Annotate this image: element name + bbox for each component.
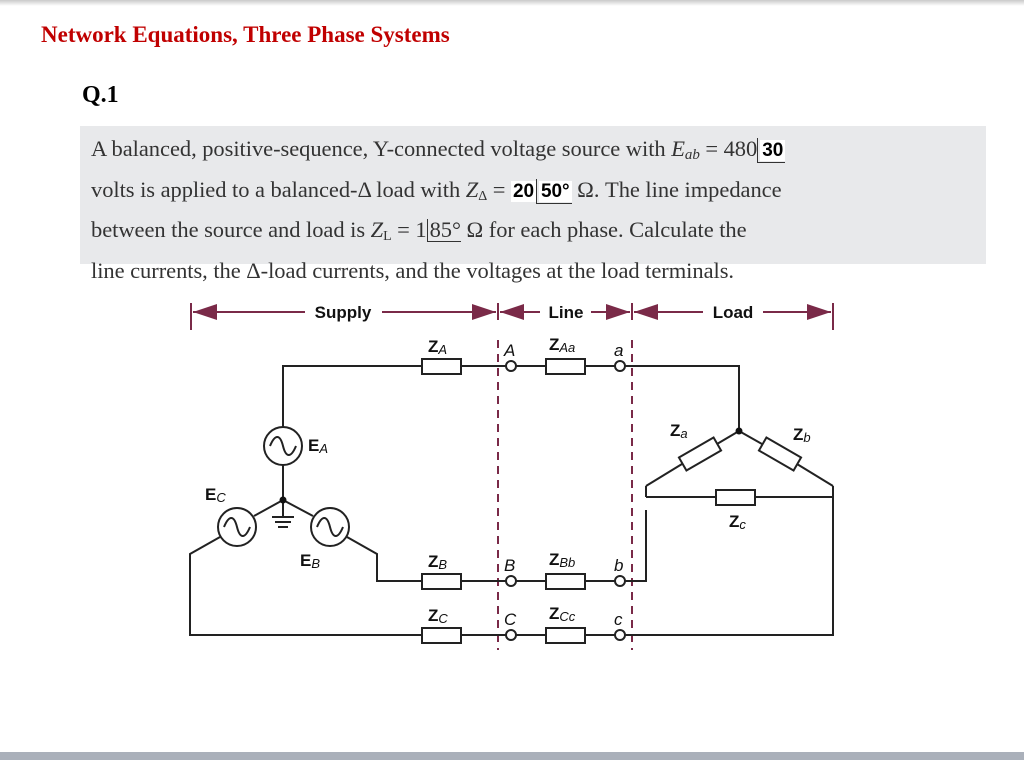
zc-source-label: ZC <box>428 606 448 626</box>
terminal-c-label: c <box>614 610 623 629</box>
ac-source-icon <box>310 507 350 547</box>
zc-load-label: Zc <box>729 512 746 532</box>
terminal-A-label: A <box>503 341 515 360</box>
terminal-circles <box>505 360 626 641</box>
ac-source-icon <box>263 426 303 466</box>
zdelta-angle: 50° <box>539 180 572 202</box>
terminal-C-label: C <box>504 610 517 629</box>
page-title: Network Equations, Three Phase Systems <box>41 22 450 47</box>
angle-symbol: 30 <box>757 138 786 163</box>
terminal-b-label: b <box>614 556 623 575</box>
supply-label: Supply <box>315 303 372 322</box>
zdelta-magnitude: 20 <box>510 180 537 202</box>
line-label: Line <box>549 303 584 322</box>
terminal-B-label: B <box>504 556 515 575</box>
angle-symbol: 50° <box>536 178 572 204</box>
question-number: Q.1 <box>82 82 119 108</box>
eab-angle-value: 30 <box>760 140 786 161</box>
za-source-label: ZA <box>428 337 447 357</box>
load-label: Load <box>713 303 754 322</box>
zl-angle: 85° <box>429 217 461 242</box>
angle-symbol: 85° <box>426 217 461 242</box>
question-text-box: A balanced, positive-sequence, Y-connect… <box>80 126 986 283</box>
question-line-1: A balanced, positive-sequence, Y-connect… <box>91 136 786 163</box>
ea-label: EA <box>308 436 328 456</box>
bottom-scroll-bar[interactable] <box>0 752 1024 760</box>
eb-label: EB <box>300 551 320 571</box>
circuit-wires <box>189 365 834 636</box>
dimension-lines <box>190 303 834 650</box>
ac-source-icon <box>217 507 257 547</box>
load-node <box>735 427 743 435</box>
zb-load-label: Zb <box>793 425 811 445</box>
ec-label: EC <box>205 485 226 505</box>
top-shadow <box>0 0 1024 6</box>
question-line-2: volts is applied to a balanced-Δ load wi… <box>91 176 782 204</box>
zbb-line-label: ZBb <box>549 550 575 570</box>
za-load-label: Za <box>670 421 688 441</box>
impedance-boxes <box>421 358 803 644</box>
neutral-node <box>279 496 287 504</box>
zcc-line-label: ZCc <box>549 604 576 624</box>
question-line-4: line currents, the Δ-load currents, and … <box>91 257 735 283</box>
terminal-a-label: a <box>614 341 623 360</box>
zb-source-label: ZB <box>428 552 447 572</box>
zaa-line-label: ZAa <box>549 335 575 355</box>
